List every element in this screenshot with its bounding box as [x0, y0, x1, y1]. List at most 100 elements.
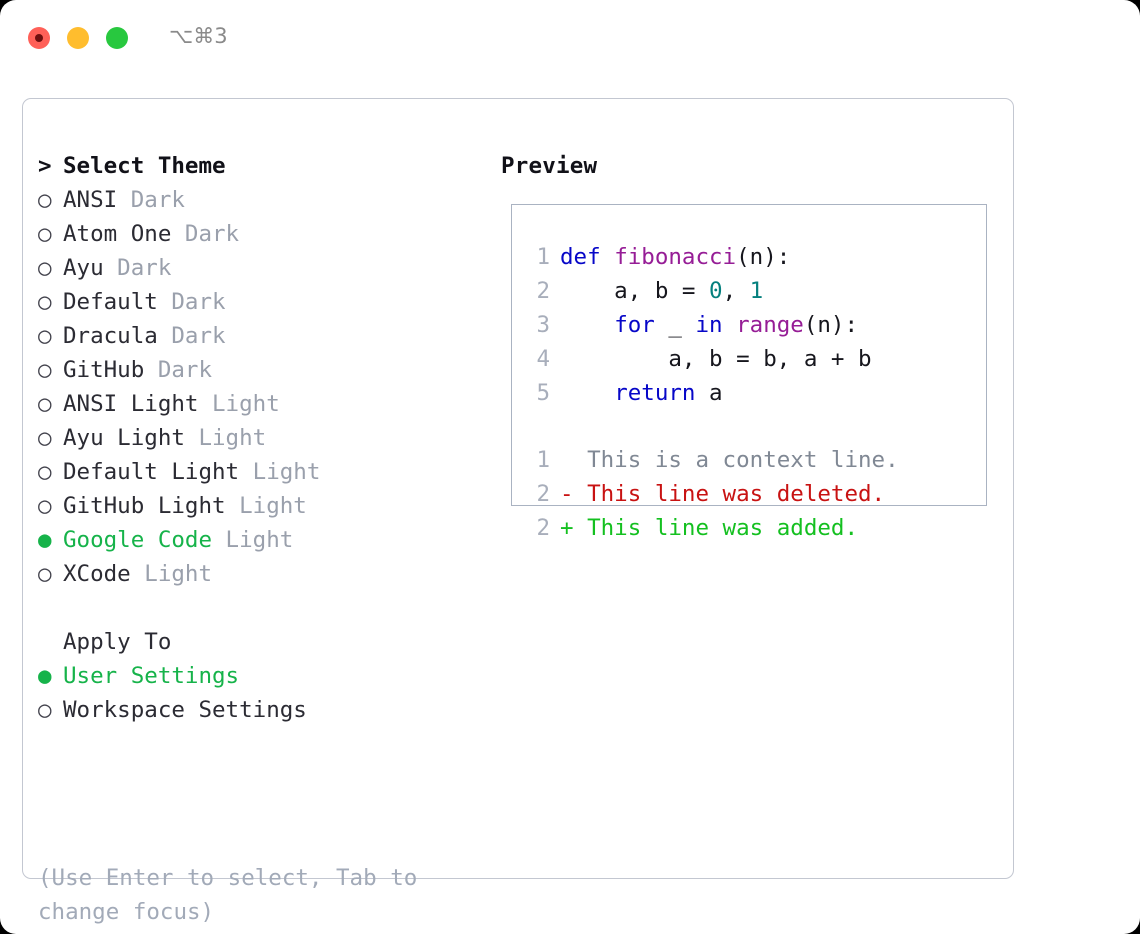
theme-option-label: Google Code — [63, 527, 213, 553]
theme-option-dracula[interactable]: ○Dracula Dark — [38, 319, 478, 353]
theme-option-google-code[interactable]: ● Google Code Light — [38, 523, 478, 557]
radio-unselected-icon[interactable]: ○ — [38, 255, 52, 281]
diff-line-ctx: 1 This is a context line. — [524, 443, 980, 477]
radio-unselected-icon[interactable]: ○ — [38, 425, 52, 451]
diff-line-text: + This line was added. — [560, 515, 859, 541]
code-token-txt: , — [722, 278, 750, 304]
theme-option-tag: Light — [225, 493, 307, 519]
radio-unselected-icon[interactable]: ○ — [38, 357, 52, 383]
apply-to-header: Apply To — [38, 625, 478, 659]
code-token-num: 0 — [709, 278, 723, 304]
theme-option-label: ANSI — [63, 187, 118, 213]
code-line: 3 for _ in range(n): — [524, 308, 980, 342]
shortcut-hint: ⌥⌘3 — [169, 24, 228, 48]
code-line: 2 a, b = 0, 1 — [524, 274, 980, 308]
code-line-number: 4 — [536, 346, 550, 372]
help-text: (Use Enter to select, Tab to change focu… — [38, 861, 458, 929]
theme-option-label: ANSI Light — [63, 391, 199, 417]
minimize-button[interactable] — [67, 27, 89, 49]
radio-selected-icon[interactable]: ● — [38, 663, 52, 689]
help-line-2: change focus) — [38, 899, 215, 925]
code-line-number: 1 — [536, 244, 550, 270]
code-token-kw: return — [614, 380, 696, 406]
theme-option-tag: Dark — [103, 255, 172, 281]
code-token-txt: (n): — [736, 244, 791, 270]
theme-option-ansi[interactable]: ○ANSI Dark — [38, 183, 478, 217]
apply-to-option-workspace-settings[interactable]: ○ Workspace Settings — [38, 693, 478, 727]
code-line-number: 5 — [536, 380, 550, 406]
code-token-txt: a — [695, 380, 723, 406]
code-token-num: 1 — [749, 278, 764, 304]
radio-unselected-icon[interactable]: ○ — [38, 289, 52, 315]
theme-option-ansi-light[interactable]: ○ ANSI Light Light — [38, 387, 478, 421]
code-line-number: 3 — [536, 312, 550, 338]
diff-line-number: 1 — [536, 447, 550, 473]
apply-to-list: Apply To ● User Settings ○ Workspace Setting… — [38, 625, 478, 727]
diff-line-text: This is a context line. — [560, 447, 899, 473]
radio-unselected-icon[interactable]: ○ — [38, 391, 52, 417]
theme-option-label: GitHub — [63, 357, 145, 383]
diff-line-number: 2 — [536, 515, 550, 541]
radio-unselected-icon[interactable]: ○ — [38, 459, 52, 485]
theme-option-default[interactable]: ○Default Dark — [38, 285, 478, 319]
theme-option-ayu[interactable]: ○ Ayu Dark — [38, 251, 478, 285]
radio-unselected-icon[interactable]: ○ — [38, 493, 52, 519]
code-token-txt — [723, 312, 737, 338]
theme-option-xcode[interactable]: ○XCode Light — [38, 557, 478, 591]
code-line-number: 2 — [536, 278, 550, 304]
theme-option-tag: Light — [239, 459, 321, 485]
theme-option-label: Default — [63, 289, 158, 315]
code-token-kw: for — [614, 312, 655, 338]
code-token-fn: fibonacci — [614, 244, 737, 270]
radio-unselected-icon[interactable]: ○ — [38, 561, 52, 587]
theme-option-github[interactable]: ○ GitHub Dark — [38, 353, 478, 387]
theme-option-atom-one[interactable]: ○ Atom One Dark — [38, 217, 478, 251]
theme-option-tag: Dark — [144, 357, 213, 383]
radio-unselected-icon[interactable]: ○ — [38, 697, 52, 723]
diff-sample: 1 This is a context line. 2 - This line wa… — [524, 443, 980, 545]
radio-unselected-icon[interactable]: ○ — [38, 323, 52, 349]
maximize-button[interactable] — [106, 27, 128, 49]
apply-to-option-user-settings[interactable]: ● User Settings — [38, 659, 478, 693]
theme-option-tag: Dark — [171, 221, 240, 247]
apply-to-option-label: Workspace Settings — [63, 697, 307, 723]
code-token-txt: _ — [654, 312, 696, 338]
theme-option-label: Ayu — [63, 255, 104, 281]
theme-picker-header: >Select Theme — [38, 149, 478, 183]
code-token-txt: a, b = — [560, 278, 710, 304]
preview-title: Preview — [501, 153, 598, 179]
code-token-fn: range — [736, 312, 804, 338]
theme-option-ayu-light[interactable]: ○Ayu Light Light — [38, 421, 478, 455]
code-token-kw: in — [695, 312, 723, 338]
theme-option-label: GitHub Light — [63, 493, 226, 519]
apply-to-option-label: User Settings — [63, 663, 240, 689]
theme-option-tag: Light — [198, 391, 280, 417]
help-line-1: (Use Enter to select, Tab to — [38, 865, 418, 891]
radio-selected-icon[interactable]: ● — [38, 527, 52, 553]
theme-option-github-light[interactable]: ○ GitHub Light Light — [38, 489, 478, 523]
close-button[interactable] — [28, 27, 50, 49]
theme-option-tag: Light — [212, 527, 294, 553]
radio-unselected-icon[interactable]: ○ — [38, 221, 52, 247]
diff-line-text: - This line was deleted. — [560, 481, 886, 507]
code-line: 4 a, b = b, a + b — [524, 342, 980, 376]
apply-to-title: Apply To — [63, 629, 172, 655]
code-token-txt: a, b = b, a + b — [560, 346, 872, 372]
code-line: 1 def fibonacci(n): — [524, 240, 980, 274]
title-bar: ⌥⌘3 — [0, 0, 1140, 78]
theme-list: >Select Theme ○ ANSI Dark ○ Atom One Dark ○ Ay… — [38, 149, 478, 591]
theme-option-label: Atom One — [63, 221, 172, 247]
diff-line-add: 2 + This line was added. — [524, 511, 980, 545]
theme-option-label: Ayu Light — [63, 425, 185, 451]
apply-to-header-indent — [38, 625, 63, 659]
code-token-kw: def — [560, 244, 615, 270]
theme-option-default-light[interactable]: ○Default Light Light — [38, 455, 478, 489]
radio-unselected-icon[interactable]: ○ — [38, 187, 52, 213]
theme-picker-column: >Select Theme ○ ANSI Dark ○ Atom One Dark ○ Ay… — [38, 149, 478, 727]
diff-line-number: 2 — [536, 481, 550, 507]
theme-option-label: XCode — [63, 561, 131, 587]
